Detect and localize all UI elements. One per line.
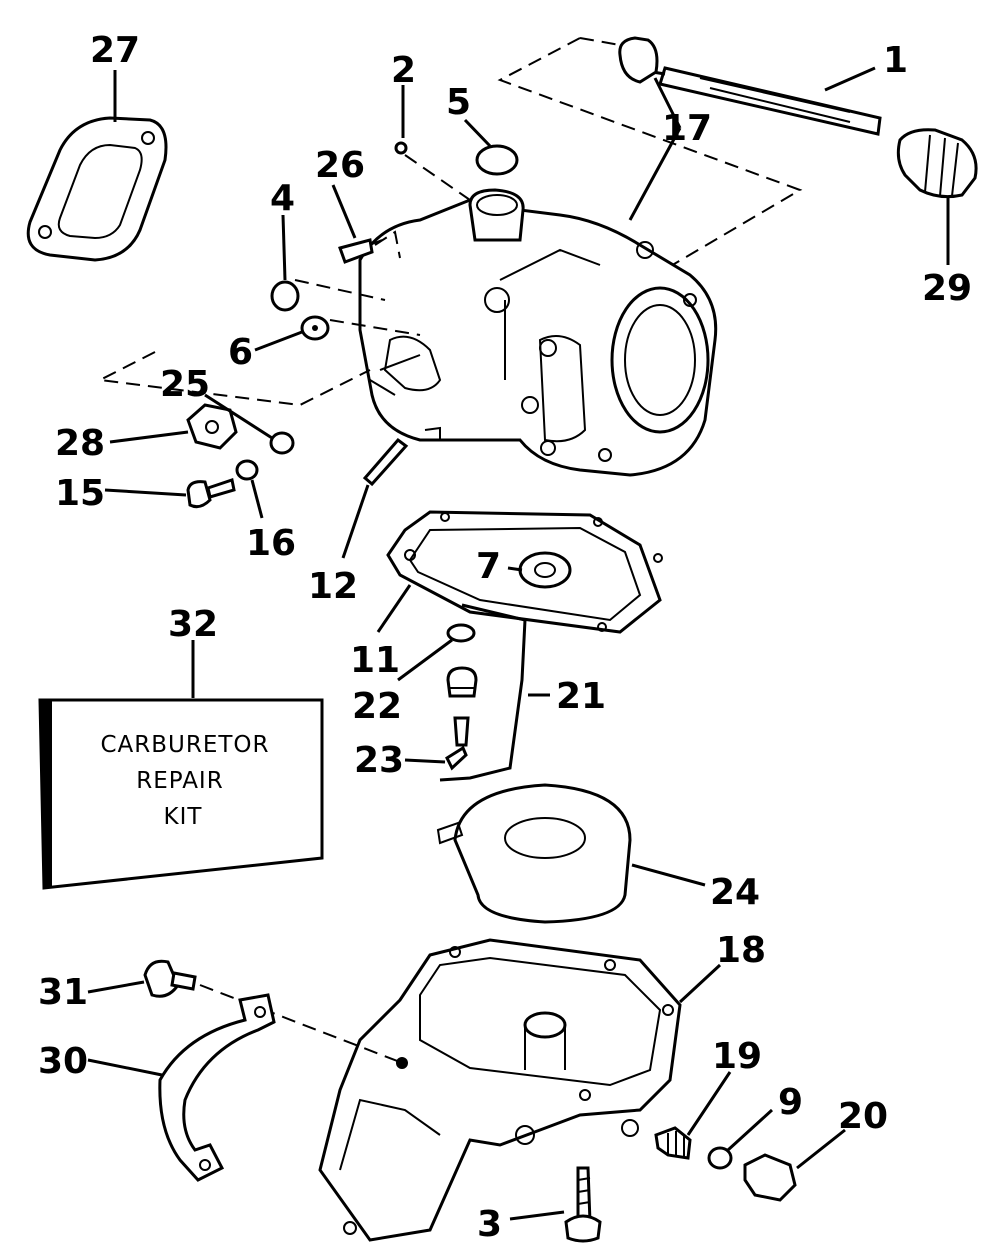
leader-18: [678, 963, 722, 1004]
part-18-float-bowl: [318, 938, 682, 1242]
callout-27: 27: [90, 30, 140, 71]
part-body-tab: [424, 426, 441, 440]
part-4-plug: [270, 280, 300, 312]
callout-25: 25: [160, 364, 210, 405]
part-16-lockwasher: [235, 459, 259, 481]
part-22-needle-seat: [446, 623, 478, 698]
leader-22: [397, 638, 453, 682]
callout-19: 19: [712, 1036, 762, 1077]
part-20-drain-plug: [743, 1153, 797, 1202]
part-3-screw: [564, 1166, 602, 1243]
part-32-repair-kit-box: [38, 698, 324, 890]
callout-7: 7: [476, 546, 501, 587]
leader-19: [686, 1071, 732, 1136]
callout-20: 20: [838, 1096, 888, 1137]
callout-1: 1: [883, 40, 908, 81]
leader-4: [281, 214, 287, 281]
leader-7: [507, 566, 523, 572]
callout-23: 23: [354, 740, 404, 781]
leader-26: [331, 184, 357, 239]
part-19-idle-screw: [654, 1126, 692, 1160]
part-needle-pin: [453, 716, 470, 747]
leader-11: [376, 584, 412, 633]
callout-5: 5: [446, 82, 471, 123]
part-27-flange-gasket: [26, 116, 168, 262]
callout-28: 28: [55, 423, 105, 464]
part-28-hex-nut: [186, 403, 238, 450]
dashed-alignment-bracket-screw: [199, 984, 401, 1063]
callout-18: 18: [716, 930, 766, 971]
callout-24: 24: [710, 872, 760, 913]
part-24-float: [436, 783, 632, 924]
part-17-packing-nut: [618, 36, 659, 84]
dashed-alignment-needle: [497, 37, 803, 291]
part-30-clamp-bracket: [158, 993, 276, 1182]
kit-box-line3: KIT: [164, 804, 203, 830]
leader-5: [463, 118, 492, 148]
part-1-needle-valve: [639, 66, 882, 136]
leader-15: [104, 488, 187, 497]
kit-box-line1: CARBURETOR: [100, 732, 269, 758]
leader-24: [631, 863, 706, 887]
part-carburetor-body: [358, 188, 718, 477]
dashed-alignment-ball: [404, 154, 471, 201]
part-6-lever-washer: [300, 315, 330, 341]
callout-3: 3: [477, 1204, 502, 1245]
callout-15: 15: [55, 473, 105, 514]
part-15-screw: [186, 478, 236, 509]
callout-11: 11: [350, 640, 400, 681]
leader-1: [824, 66, 876, 92]
dashed-alignment-lever: [96, 351, 371, 407]
callout-26: 26: [315, 145, 365, 186]
leader-28: [109, 430, 189, 444]
leader-30: [87, 1058, 163, 1077]
leader-20: [796, 1128, 846, 1170]
leader-6: [254, 330, 303, 352]
callout-2: 2: [391, 50, 416, 91]
callout-17: 17: [662, 108, 712, 149]
leader-31: [87, 980, 145, 994]
part-25-washer: [269, 431, 295, 455]
part-5-welch-plug: [475, 144, 519, 176]
callout-32: 32: [168, 604, 218, 645]
leader-9: [726, 1108, 774, 1152]
callout-29: 29: [922, 268, 972, 309]
callout-30: 30: [38, 1041, 88, 1082]
callout-6: 6: [228, 332, 253, 373]
part-31-bracket-screw: [143, 959, 197, 998]
callout-9: 9: [778, 1082, 803, 1123]
kit-box-line2: REPAIR: [136, 768, 223, 794]
dashed-alignment-fitting: [374, 230, 401, 259]
part-23-float-pin: [445, 745, 468, 771]
leader-23: [404, 758, 446, 764]
callout-31: 31: [38, 972, 88, 1013]
dashed-alignment-needle-2: [579, 37, 621, 46]
part-21-valve-group-bracket: [439, 603, 527, 782]
callout-16: 16: [246, 523, 296, 564]
leader-17a: [653, 77, 682, 129]
leader-25: [204, 393, 273, 440]
part-29-knob: [896, 128, 978, 199]
dashed-alignment-plug: [294, 279, 421, 336]
leader-lines: [87, 66, 950, 1221]
callout-12: 12: [308, 566, 358, 607]
leader-16: [250, 479, 264, 519]
part-9-washer: [707, 1146, 733, 1170]
callout-4: 4: [270, 178, 295, 219]
callout-22: 22: [352, 686, 402, 727]
part-2-check-ball: [394, 141, 408, 155]
callout-labels: 1 2 3 4 5 6 7 9 11 12 15 16 17 18 19 20 …: [38, 30, 972, 1245]
leader-17b: [628, 127, 682, 221]
leader-12: [341, 484, 370, 559]
part-12-screw: [362, 437, 409, 487]
callout-21: 21: [556, 676, 606, 717]
leader-3: [509, 1210, 565, 1221]
part-7-retainer-clip: [518, 551, 572, 589]
